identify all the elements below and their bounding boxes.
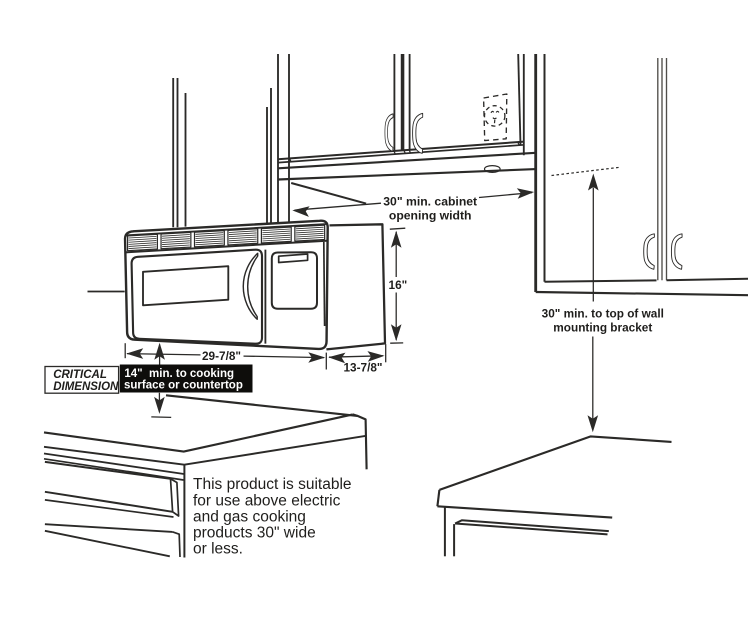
svg-text:30" min. to top of wall: 30" min. to top of wall (542, 307, 664, 321)
svg-text:for use above electric: for use above electric (193, 492, 341, 509)
svg-text:or less.: or less. (193, 541, 243, 558)
svg-text:DIMENSION: DIMENSION (53, 381, 119, 393)
svg-text:14" min. to cooking: 14" min. to cooking (124, 368, 234, 380)
svg-text:This product is suitable: This product is suitable (193, 476, 352, 493)
svg-text:mounting bracket: mounting bracket (553, 320, 652, 334)
svg-text:opening width: opening width (389, 209, 472, 223)
svg-text:16": 16" (389, 278, 408, 292)
svg-text:products 30" wide: products 30" wide (193, 525, 316, 542)
svg-text:CRITICAL: CRITICAL (53, 369, 107, 381)
svg-text:29-7/8": 29-7/8" (202, 349, 241, 363)
svg-text:13-7/8": 13-7/8" (343, 361, 382, 375)
svg-text:30" min. cabinet: 30" min. cabinet (383, 194, 477, 208)
svg-text:and gas cooking: and gas cooking (193, 508, 306, 525)
svg-text:surface or countertop: surface or countertop (124, 380, 243, 392)
